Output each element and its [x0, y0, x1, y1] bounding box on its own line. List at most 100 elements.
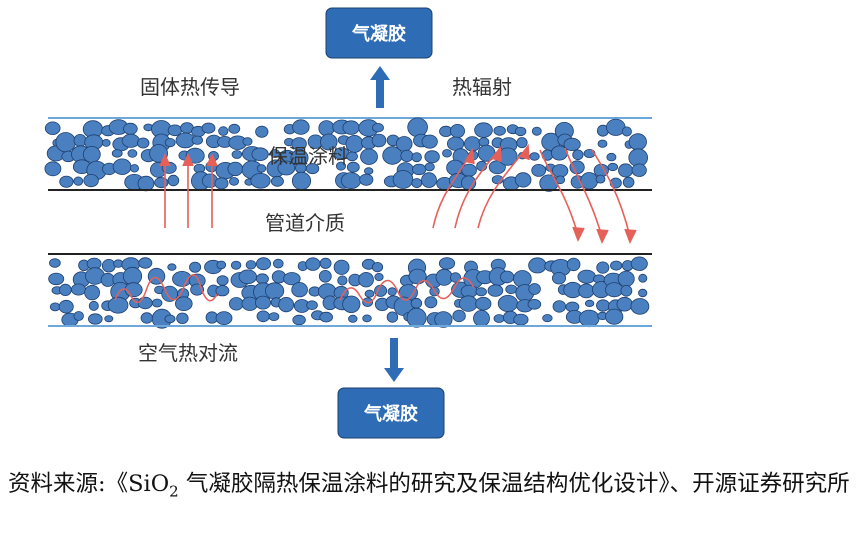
- coating-particle: [277, 160, 296, 176]
- aerogel-box-bottom: 气凝胶: [337, 387, 445, 439]
- coating-particle: [514, 172, 532, 188]
- coating-particle: [250, 173, 271, 189]
- coating-particle: [255, 257, 271, 271]
- coating-particle: [342, 120, 360, 135]
- coating-particle: [528, 257, 547, 274]
- coating-particle: [272, 258, 284, 269]
- coating-particle: [605, 308, 624, 325]
- coating-particle: [348, 314, 358, 323]
- coating-particle: [255, 273, 269, 285]
- coating-particle: [620, 284, 633, 297]
- coating-particle: [621, 126, 632, 137]
- coating-particle: [374, 272, 384, 281]
- coating-particle: [605, 282, 624, 298]
- coating-particle: [319, 257, 332, 269]
- coating-particle: [513, 313, 529, 326]
- coating-particle: [360, 148, 378, 165]
- coating-particle: [473, 309, 490, 327]
- coating-particle: [542, 314, 553, 323]
- coating-particle: [346, 151, 358, 162]
- coating-particle: [596, 261, 610, 274]
- coating-particle: [362, 314, 372, 323]
- coating-particle: [406, 307, 427, 328]
- coating-particle: [442, 149, 452, 158]
- coating-particle: [607, 162, 619, 172]
- bottom-coating-layer: [48, 253, 652, 329]
- coating-particle: [256, 310, 270, 323]
- coating-particle: [140, 312, 154, 324]
- coating-particle: [424, 150, 440, 164]
- coating-particle: [270, 175, 284, 187]
- coating-particle: [73, 133, 87, 147]
- coating-particle: [175, 296, 193, 312]
- coating-particle: [231, 150, 243, 159]
- coating-particle: [245, 260, 257, 270]
- coating-particle: [147, 267, 166, 285]
- coating-particle: [449, 272, 461, 283]
- coating-particle: [622, 176, 635, 188]
- coating-particle: [364, 167, 374, 175]
- coating-particle: [49, 258, 61, 268]
- coating-particle: [597, 139, 608, 148]
- coating-particle: [292, 314, 306, 326]
- coating-particle: [306, 300, 318, 311]
- coating-particle: [137, 175, 155, 192]
- coating-particle: [516, 137, 528, 149]
- coating-particle: [458, 295, 478, 312]
- coating-particle: [434, 311, 453, 328]
- coating-particle: [59, 283, 72, 296]
- coating-particle: [84, 284, 100, 301]
- coating-particle: [606, 152, 617, 162]
- coating-particle: [563, 137, 581, 151]
- coating-particle: [531, 163, 547, 177]
- coating-particle: [630, 298, 650, 315]
- coating-particle: [617, 270, 635, 287]
- coating-particle: [191, 135, 204, 145]
- coating-particle: [631, 163, 647, 177]
- source-subscript: 2: [169, 482, 179, 501]
- coating-particle: [201, 122, 216, 134]
- label-thermal-radiation: 热辐射: [452, 75, 512, 99]
- coating-particle: [229, 297, 244, 311]
- coating-particle: [371, 261, 384, 273]
- up-arrow: [370, 66, 390, 108]
- coating-particle: [487, 284, 504, 297]
- coating-particle: [318, 269, 332, 283]
- coating-particle: [230, 260, 242, 270]
- coating-particle: [333, 259, 350, 275]
- coating-particle: [499, 270, 515, 284]
- coating-particle: [452, 309, 466, 323]
- coating-particle: [228, 123, 241, 134]
- coating-particle: [73, 176, 84, 186]
- coating-particle: [628, 133, 647, 151]
- coating-particle: [254, 295, 271, 310]
- coating-particle: [395, 136, 413, 152]
- coating-particle: [638, 288, 648, 298]
- coating-particle: [44, 121, 61, 135]
- coating-particle: [435, 268, 453, 286]
- coating-particle: [167, 174, 180, 187]
- bottom-coating-particles: [48, 256, 650, 329]
- coating-particle: [514, 126, 527, 137]
- coating-particle: [264, 282, 285, 300]
- source-note: 资料来源:《SiO2 气凝胶隔热保温涂料的研究及保温结构优化设计》、开源证券研究…: [8, 463, 853, 514]
- coating-particle: [138, 257, 153, 269]
- coating-particle: [359, 173, 374, 186]
- label-solid-conduction: 固体热传导: [140, 75, 240, 99]
- coating-particle: [584, 299, 595, 307]
- coating-particle: [638, 273, 648, 283]
- coating-particle: [475, 296, 492, 311]
- coating-particle: [55, 132, 76, 153]
- coating-particle: [421, 172, 437, 188]
- coating-particle: [340, 172, 362, 190]
- coating-particle: [412, 163, 427, 176]
- coating-particle: [572, 149, 584, 161]
- convection-paths: [114, 274, 475, 304]
- coating-particle: [176, 312, 189, 325]
- coating-particle: [215, 311, 233, 326]
- coating-particle: [630, 256, 648, 271]
- aerogel-box-top: 气凝胶: [325, 7, 433, 59]
- coating-particle: [364, 289, 375, 298]
- coating-particle: [73, 311, 84, 321]
- coating-particle: [596, 299, 610, 312]
